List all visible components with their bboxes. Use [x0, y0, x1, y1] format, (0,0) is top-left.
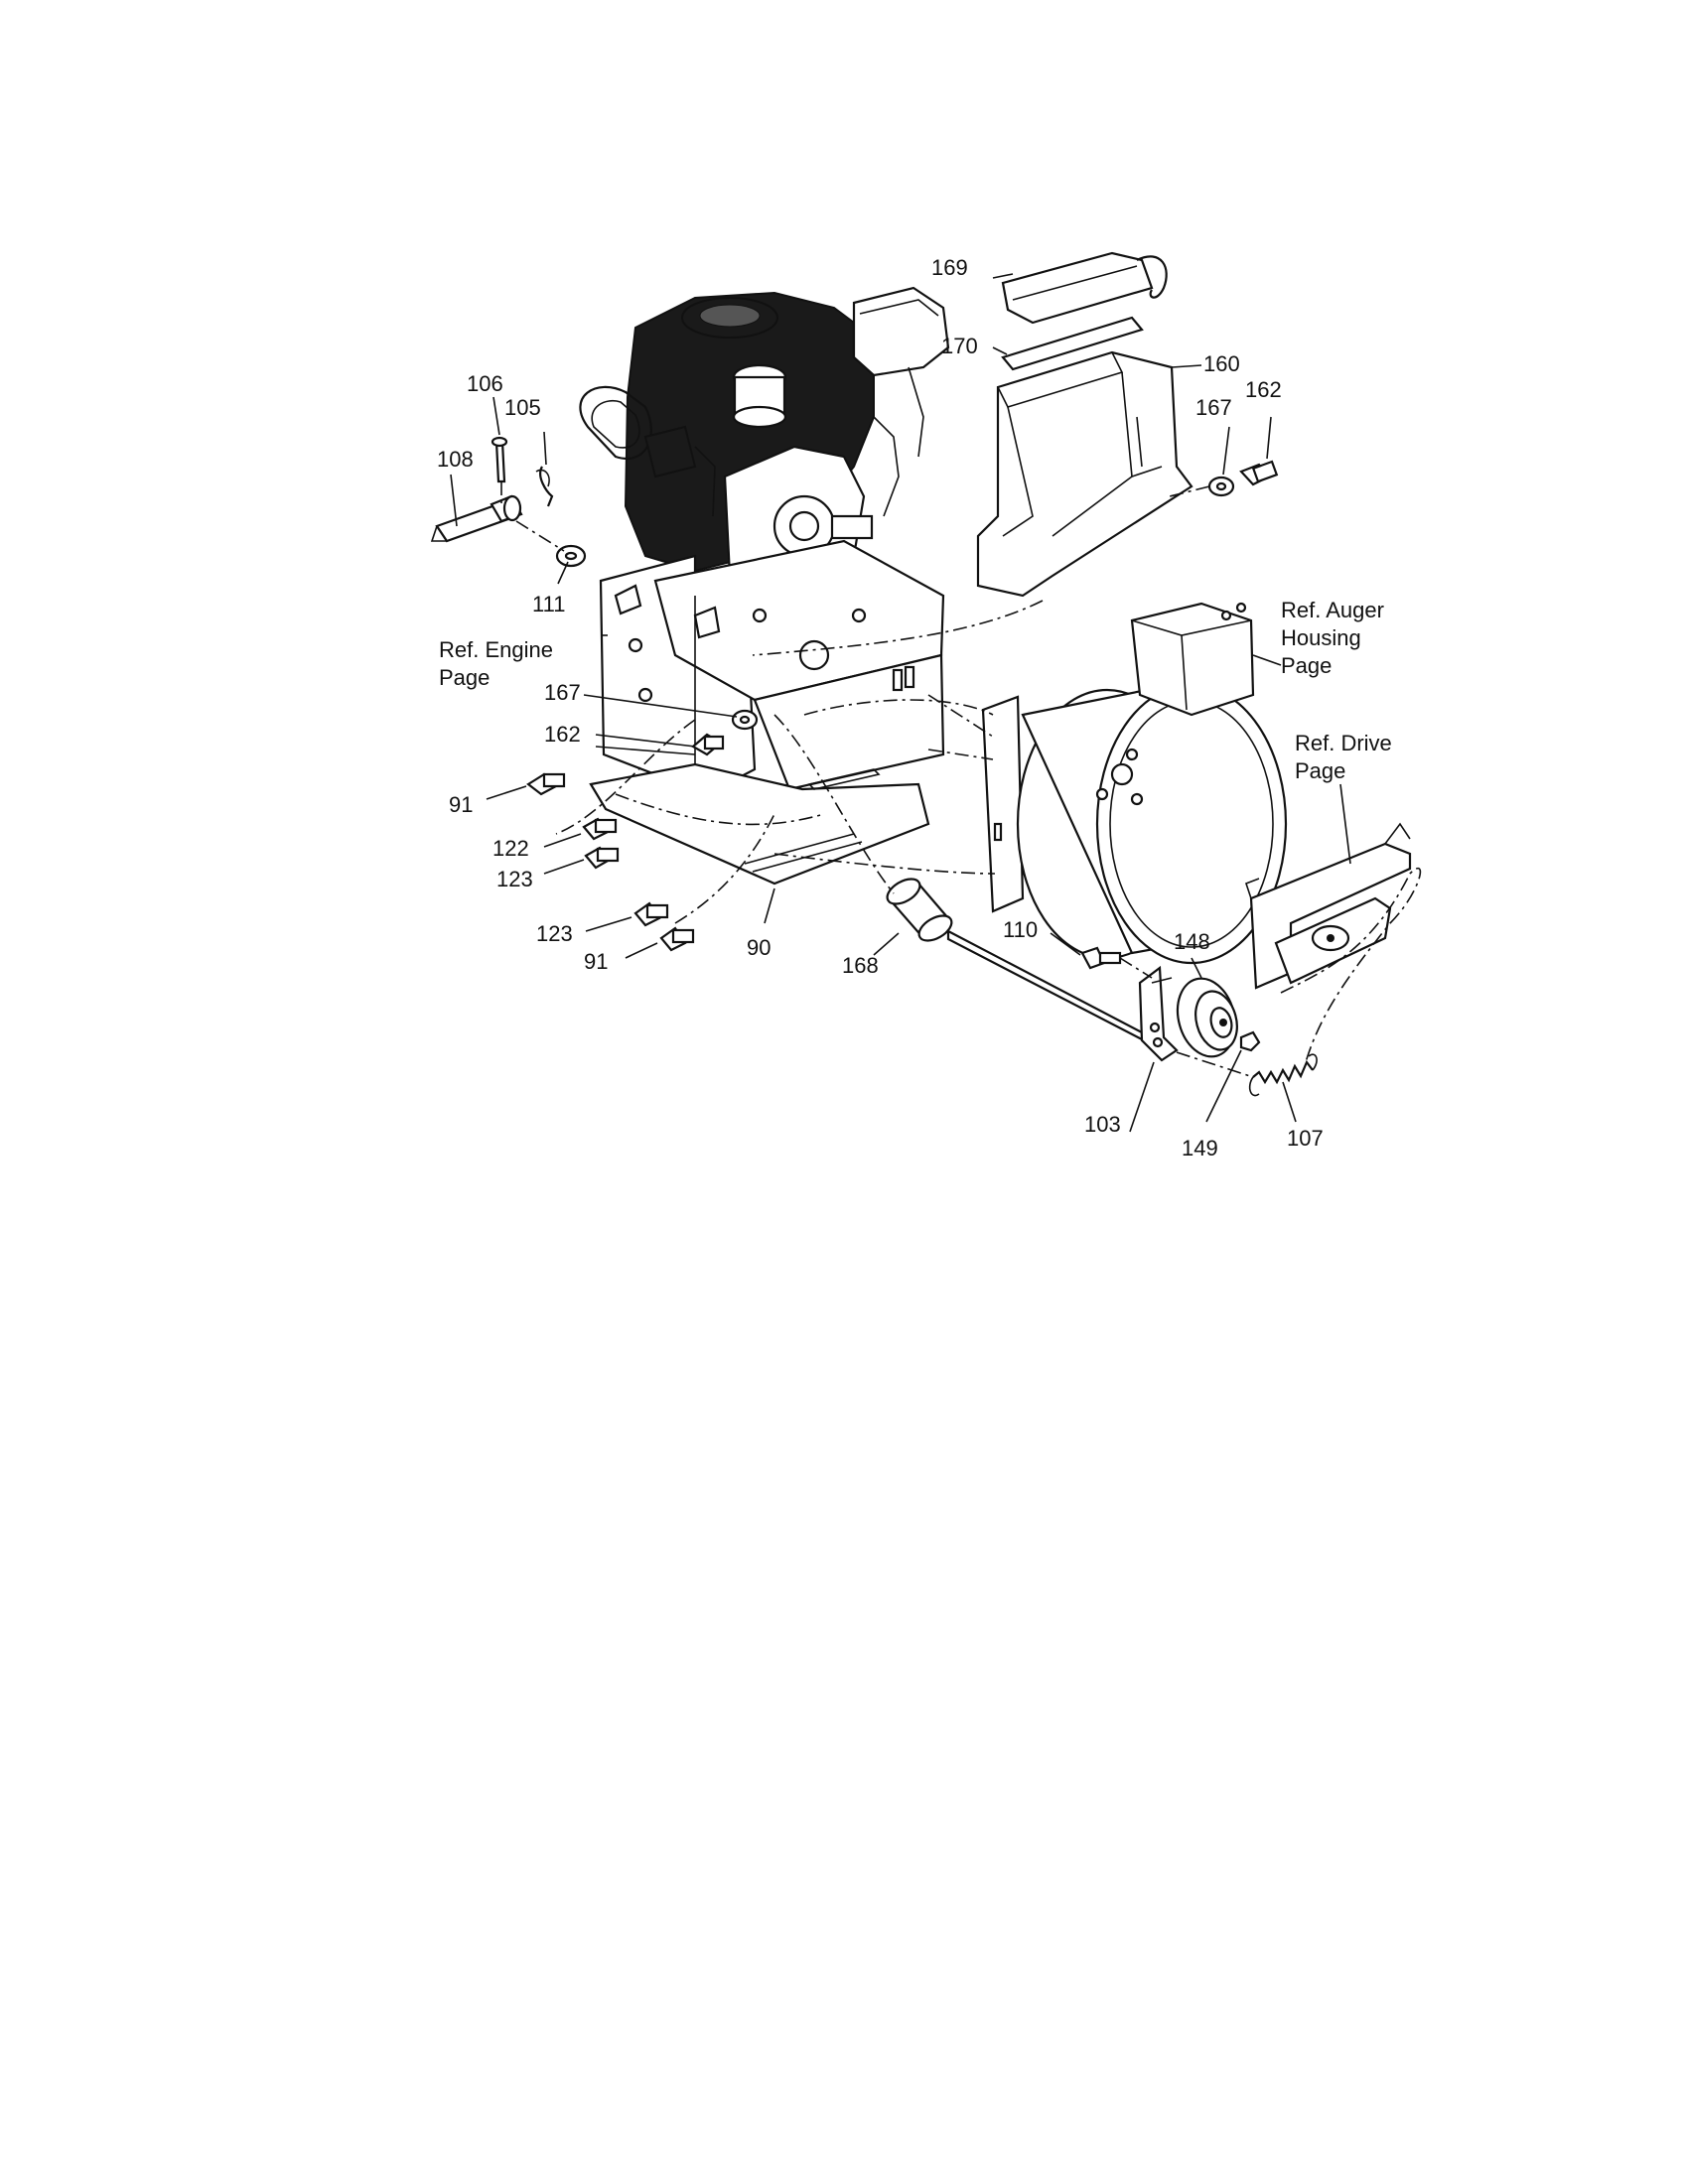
- roller-icon: [886, 878, 953, 942]
- bolt-icon: [691, 733, 725, 756]
- ref-auger-line2: Housing: [1281, 625, 1361, 650]
- washer-icon: [731, 709, 759, 731]
- ref-drive-line1: Ref. Drive: [1295, 731, 1392, 755]
- part-label-106: 106: [467, 371, 503, 396]
- bolt-icon: [582, 817, 618, 841]
- leader-lines: [450, 273, 1351, 1133]
- part-label-167: 167: [1195, 395, 1232, 420]
- assembly-lines: [500, 481, 1422, 1078]
- ref-auger-line3: Page: [1281, 653, 1332, 678]
- idler-bracket-icon: [1138, 965, 1179, 1062]
- part-label-170: 170: [941, 334, 978, 358]
- bolt-icon: [1239, 460, 1279, 486]
- cover-icon: [1001, 251, 1168, 325]
- bolt-icon: [584, 846, 620, 870]
- part-label-91: 91: [584, 949, 608, 974]
- bolt-icon: [1080, 946, 1122, 970]
- part-label-149: 149: [1182, 1136, 1218, 1160]
- part-label-108: 108: [437, 447, 474, 472]
- part-label-123: 123: [496, 867, 533, 891]
- part-labels: 169 170 160 167 162 106 105 108 111 167 …: [437, 255, 1324, 1160]
- washer-icon: [1207, 476, 1235, 497]
- engine-mounting-frame-icon: [589, 539, 945, 886]
- part-label-148: 148: [1174, 929, 1210, 954]
- part-label-162: 162: [544, 722, 581, 747]
- washer-icon: [555, 544, 587, 568]
- fan-housing-icon: [981, 602, 1288, 965]
- filter-pad-icon: [1001, 316, 1144, 371]
- reference-notes: Ref. Engine Page Ref. Auger Housing Page…: [439, 598, 1392, 783]
- clevis-pin-icon: [430, 494, 523, 543]
- part-label-167: 167: [544, 680, 581, 705]
- part-label-110: 110: [1003, 917, 1038, 942]
- pin-icon: [491, 436, 508, 483]
- bolt-icon: [526, 772, 566, 796]
- part-label-91: 91: [449, 792, 473, 817]
- part-label-90: 90: [747, 935, 771, 960]
- part-label-122: 122: [492, 836, 529, 861]
- idler-pulley-icon: [1176, 977, 1238, 1058]
- chute-adapter-icon: [976, 350, 1193, 598]
- ref-engine-line1: Ref. Engine: [439, 637, 553, 662]
- part-label-123: 123: [536, 921, 573, 946]
- part-label-103: 103: [1084, 1112, 1121, 1137]
- ref-drive-line2: Page: [1295, 758, 1345, 783]
- ref-engine-line2: Page: [439, 665, 490, 690]
- engine-icon: [579, 286, 950, 598]
- belt-cover-icon: [1244, 822, 1412, 990]
- part-label-111: 111: [532, 592, 565, 616]
- bolt-icon: [659, 926, 695, 952]
- part-label-169: 169: [931, 255, 968, 280]
- part-label-162: 162: [1245, 377, 1282, 402]
- hairpin-clip-icon: [535, 466, 554, 507]
- part-label-107: 107: [1287, 1126, 1324, 1151]
- bolt-icon: [633, 901, 669, 927]
- spring-icon: [1248, 1053, 1318, 1097]
- part-label-160: 160: [1203, 351, 1240, 376]
- part-label-168: 168: [842, 953, 879, 978]
- ref-auger-line1: Ref. Auger: [1281, 598, 1384, 622]
- part-label-105: 105: [504, 395, 541, 420]
- nut-icon: [1239, 1030, 1261, 1052]
